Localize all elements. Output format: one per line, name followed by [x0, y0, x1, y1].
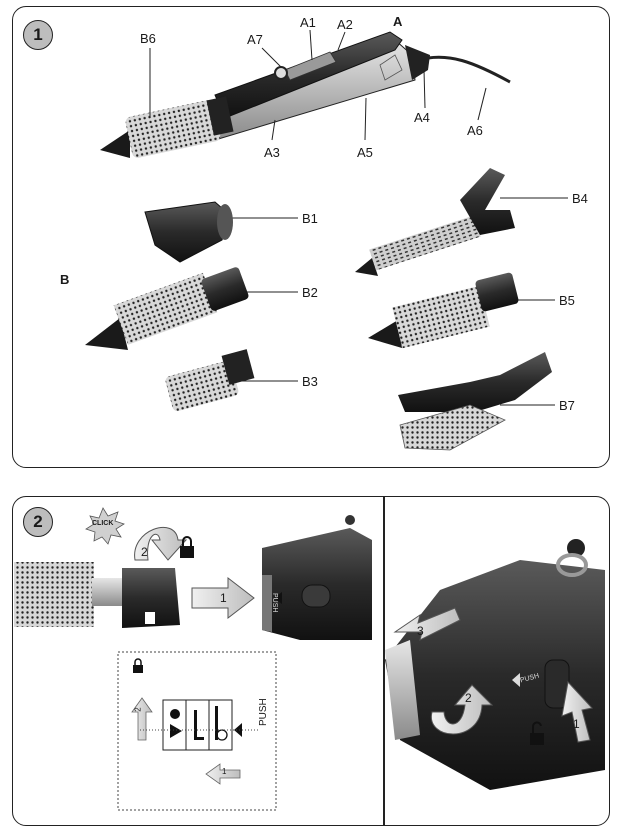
click-text: CLICK — [92, 520, 114, 527]
rotate-arrow-2-label: 2 — [141, 545, 148, 559]
concentrator-b1 — [144, 201, 233, 263]
step-number-2: 2 — [23, 507, 53, 537]
label-B7: B7 — [559, 398, 575, 413]
rotate-arrow-2-right-label: 2 — [465, 691, 472, 705]
inset-arrow-2 — [131, 697, 153, 741]
release-arrow-3-label: 3 — [417, 624, 424, 638]
release-arrow-3 — [393, 607, 461, 641]
label-A5: A5 — [357, 145, 373, 160]
lock-icon — [180, 536, 194, 558]
label-A1: A1 — [300, 15, 316, 30]
label-B3: B3 — [302, 374, 318, 389]
click-starburst — [85, 507, 125, 545]
inset-push-text: PUSH — [258, 698, 269, 726]
label-A: A — [393, 14, 403, 29]
push-arrow-1-right-label: 1 — [573, 717, 580, 731]
label-A2: A2 — [337, 17, 353, 32]
inset-arrow-2-label: 2 — [133, 707, 143, 712]
round-brush-b2 — [85, 267, 249, 350]
rotate-arrow-2 — [134, 526, 188, 561]
inset-arrow-1-label: 1 — [222, 767, 227, 776]
dryer-nozzle-right — [385, 539, 605, 790]
curling-tong-b4 — [355, 168, 515, 276]
inset-arrow-1 — [205, 763, 241, 785]
push-arrow-1 — [191, 576, 255, 620]
brush-b6-attached — [100, 96, 234, 158]
label-A4: A4 — [414, 110, 430, 125]
small-brush-b3 — [165, 349, 255, 412]
label-B5: B5 — [559, 293, 575, 308]
step-number-1: 1 — [23, 20, 53, 50]
label-B2: B2 — [302, 285, 318, 300]
inset-slot-diagram — [140, 699, 258, 751]
label-A6: A6 — [467, 123, 483, 138]
inset-lock-icon — [133, 658, 143, 673]
label-B1: B1 — [302, 211, 318, 226]
label-A3: A3 — [264, 145, 280, 160]
unlock-icon — [530, 721, 544, 745]
push-arrow-1-label: 1 — [220, 591, 227, 605]
brush-attachment — [14, 562, 180, 628]
dryer-handle — [204, 31, 511, 141]
label-A7: A7 — [247, 32, 263, 47]
push-arrow-1-right — [561, 680, 593, 743]
straightener-b7 — [398, 352, 552, 451]
label-B6: B6 — [140, 31, 156, 46]
label-B: B — [60, 272, 70, 287]
rotate-arrow-2-right — [430, 684, 494, 735]
dryer-nozzle-left — [262, 515, 372, 640]
push-text-left: PUSH — [271, 593, 278, 613]
label-B4: B4 — [572, 191, 588, 206]
panel-divider — [383, 497, 385, 825]
bristle-brush-b5 — [368, 272, 519, 349]
lock-diagram-inset — [117, 651, 277, 811]
